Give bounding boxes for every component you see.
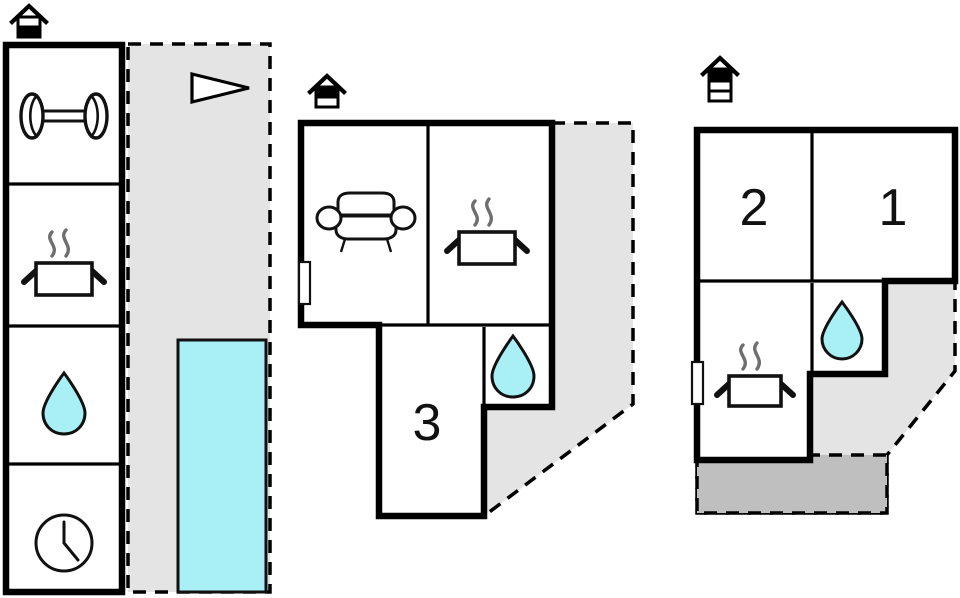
terrace-rectangle — [695, 453, 889, 515]
cooking-pot-icon — [21, 228, 107, 297]
room-number-2: 2 — [740, 179, 769, 237]
room-number-1: 1 — [879, 179, 908, 237]
house-entrance-icon — [307, 73, 347, 109]
water-drop-icon — [41, 370, 87, 436]
house-entrance-icon — [700, 55, 740, 103]
cooking-pot-icon — [714, 341, 796, 408]
sofa-icon — [315, 191, 417, 253]
window-icon — [297, 260, 312, 306]
house-entrance-icon — [9, 3, 49, 39]
building-left — [2, 3, 272, 596]
cooking-pot-icon — [444, 197, 530, 266]
water-drop-icon — [490, 333, 536, 399]
pool-rectangle — [176, 338, 268, 594]
room-number-3: 3 — [413, 394, 442, 452]
clock-icon — [34, 513, 94, 573]
building-middle: 3 — [297, 73, 635, 520]
window-icon — [690, 360, 705, 406]
building-right: 2 1 — [690, 55, 959, 515]
dumbbell-icon — [19, 92, 109, 140]
water-drop-icon — [820, 299, 864, 361]
triangle-arrow-icon — [190, 71, 250, 105]
